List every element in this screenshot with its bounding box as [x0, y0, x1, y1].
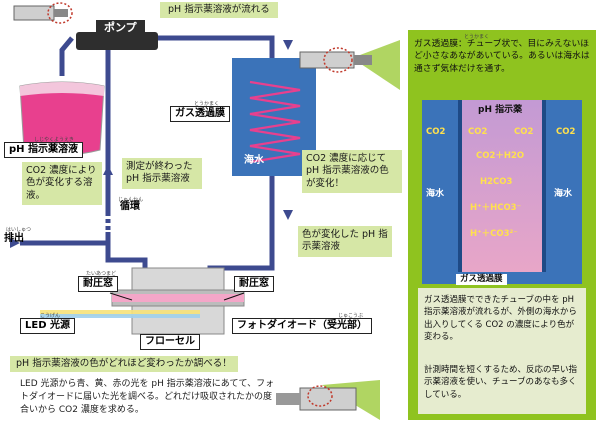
reagent-bag-label: pH 指示薬溶液 [4, 142, 84, 158]
panel-note-1: ガス透過膜でできたチューブの中を pH 指示薬溶液が流れるが、外側の海水から出入… [424, 295, 577, 342]
co2-inner-left: CO2 [468, 127, 488, 137]
panel-pointer [352, 40, 400, 90]
h2co3: H2CO3 [480, 177, 513, 187]
co2-outer-left: CO2 [426, 127, 446, 137]
led-label: LED 光源 [20, 318, 75, 334]
pipe-from-flowcell [105, 232, 148, 270]
co3: H⁺＋CO3²⁻ [470, 229, 518, 239]
circulation-label: 循環 [120, 201, 140, 212]
ruby: はいしゅつ [6, 227, 32, 233]
co2-outer-right: CO2 [556, 127, 576, 137]
color-changed-callout: 色が変化した pH 指示薬溶液 [298, 226, 392, 257]
detail-panel: とうかまく ガス透過膜：チューブ状で、目にみえないほど小さなあながあいている。あ… [408, 30, 596, 420]
bag-note: CO2 濃度により色が変化する溶液。 [22, 162, 102, 206]
membrane-coil [249, 80, 301, 164]
co2-h2o: CO2＋H2O [476, 151, 525, 161]
pump-label: ポンプ [96, 20, 145, 35]
pipe-bag [59, 36, 74, 76]
arrow-down-icon [283, 40, 293, 50]
measured-done-callout: 測定が終わった pH 指示薬溶液 [122, 158, 202, 189]
panel-note-2: 計測時間を短くするため、反応の早い指示薬溶液を使い、チューブのあなも多くしている… [424, 365, 578, 400]
flow-top-callout: pH 指示薬溶液が流れる [160, 2, 278, 18]
flowcell-text: LED 光源から青、黄、赤の光を pH 指示薬溶液にあてて、フォトダイオードに届… [20, 379, 275, 416]
membrane-wall [458, 100, 462, 272]
photodiode-label: フォトダイオード（受光部） [232, 318, 372, 334]
ruby: とうかまく [464, 34, 490, 40]
sensor-device-icon [13, 2, 73, 24]
co2-response-callout: CO2 濃度に応じて pH 指示薬溶液の色が変化！ [302, 150, 402, 194]
arrow-right-icon [10, 238, 20, 248]
membrane-tag: ガス透過膜 [170, 106, 230, 122]
seawater-label: 海水 [244, 155, 264, 166]
co2-inner-right: CO2 [514, 127, 534, 137]
membrane-wall [542, 100, 546, 272]
flowcell-caption: pH 指示薬溶液の色がどれほど変わったか調べる！ [10, 356, 238, 372]
reagent-bag [19, 81, 105, 156]
reaction-diagram: pH 指示薬 CO2 CO2 CO2 CO2 CO2＋H2O H2CO3 H⁺＋… [422, 100, 582, 285]
panel-seawater-right: 海水 [554, 189, 573, 199]
discharge-label: 排出 [4, 233, 24, 244]
ruby: たいあつまど [86, 271, 117, 277]
sensor-device-icon [276, 385, 357, 411]
pressure-window-left: 耐圧窓 [78, 276, 118, 292]
indicator-label: pH 指示薬 [478, 105, 523, 115]
ruby: じゅこうぶ [338, 313, 364, 319]
panel-notes: ガス透過膜でできたチューブの中を pH 指示薬溶液が流れるが、外側の海水から出入… [418, 288, 586, 414]
hco3: H⁺＋HCO3⁻ [470, 203, 522, 213]
panel-intro: ガス透過膜：チューブ状で、目にみえないほど小さなあながあいている。あるいは海水は… [414, 39, 590, 74]
flowcell-label: フローセル [140, 334, 200, 350]
panel-seawater-left: 海水 [426, 189, 445, 199]
ruby: こうげん [40, 313, 61, 319]
ruby: じゅんかん [118, 197, 144, 203]
ruby: とうかまく [194, 101, 220, 107]
ruby: しじやくようえき [34, 137, 74, 143]
panel-membrane-label: ガス透過膜 [456, 274, 507, 285]
flowcell [40, 267, 245, 335]
pressure-window-right: 耐圧窓 [234, 276, 274, 292]
arrow-down-icon [283, 210, 293, 220]
indicator-tube [462, 100, 542, 272]
pump-body [76, 32, 158, 50]
arrow-up-icon [103, 165, 113, 175]
sensor-device-icon [299, 47, 372, 73]
